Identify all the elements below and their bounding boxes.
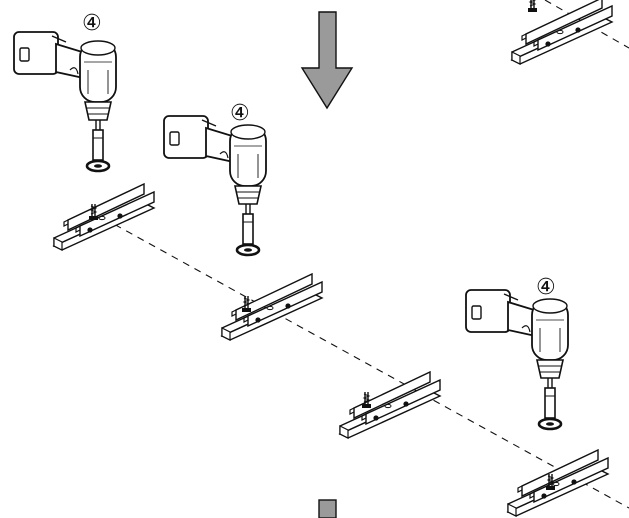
bolt-2	[241, 295, 252, 313]
rail-bracket-4	[507, 449, 609, 517]
drill-icon-2	[162, 114, 268, 257]
step-marker-2: ④	[230, 101, 250, 126]
step-marker-1: ④	[82, 11, 102, 36]
bolt-partial	[527, 0, 538, 13]
rail-bracket-2	[221, 273, 323, 341]
alignment-dashed-line-top	[544, 0, 629, 49]
rail-bracket-1	[53, 183, 155, 251]
step-marker-3: ④	[536, 275, 556, 300]
drill-icon-1	[12, 30, 118, 173]
drill-icon-3	[464, 288, 570, 431]
down-arrow-partial-icon	[318, 499, 337, 518]
bolt-3	[361, 391, 372, 409]
down-arrow-icon	[300, 11, 354, 110]
rail-bracket-3	[339, 371, 441, 439]
alignment-dashed-line	[91, 211, 629, 509]
